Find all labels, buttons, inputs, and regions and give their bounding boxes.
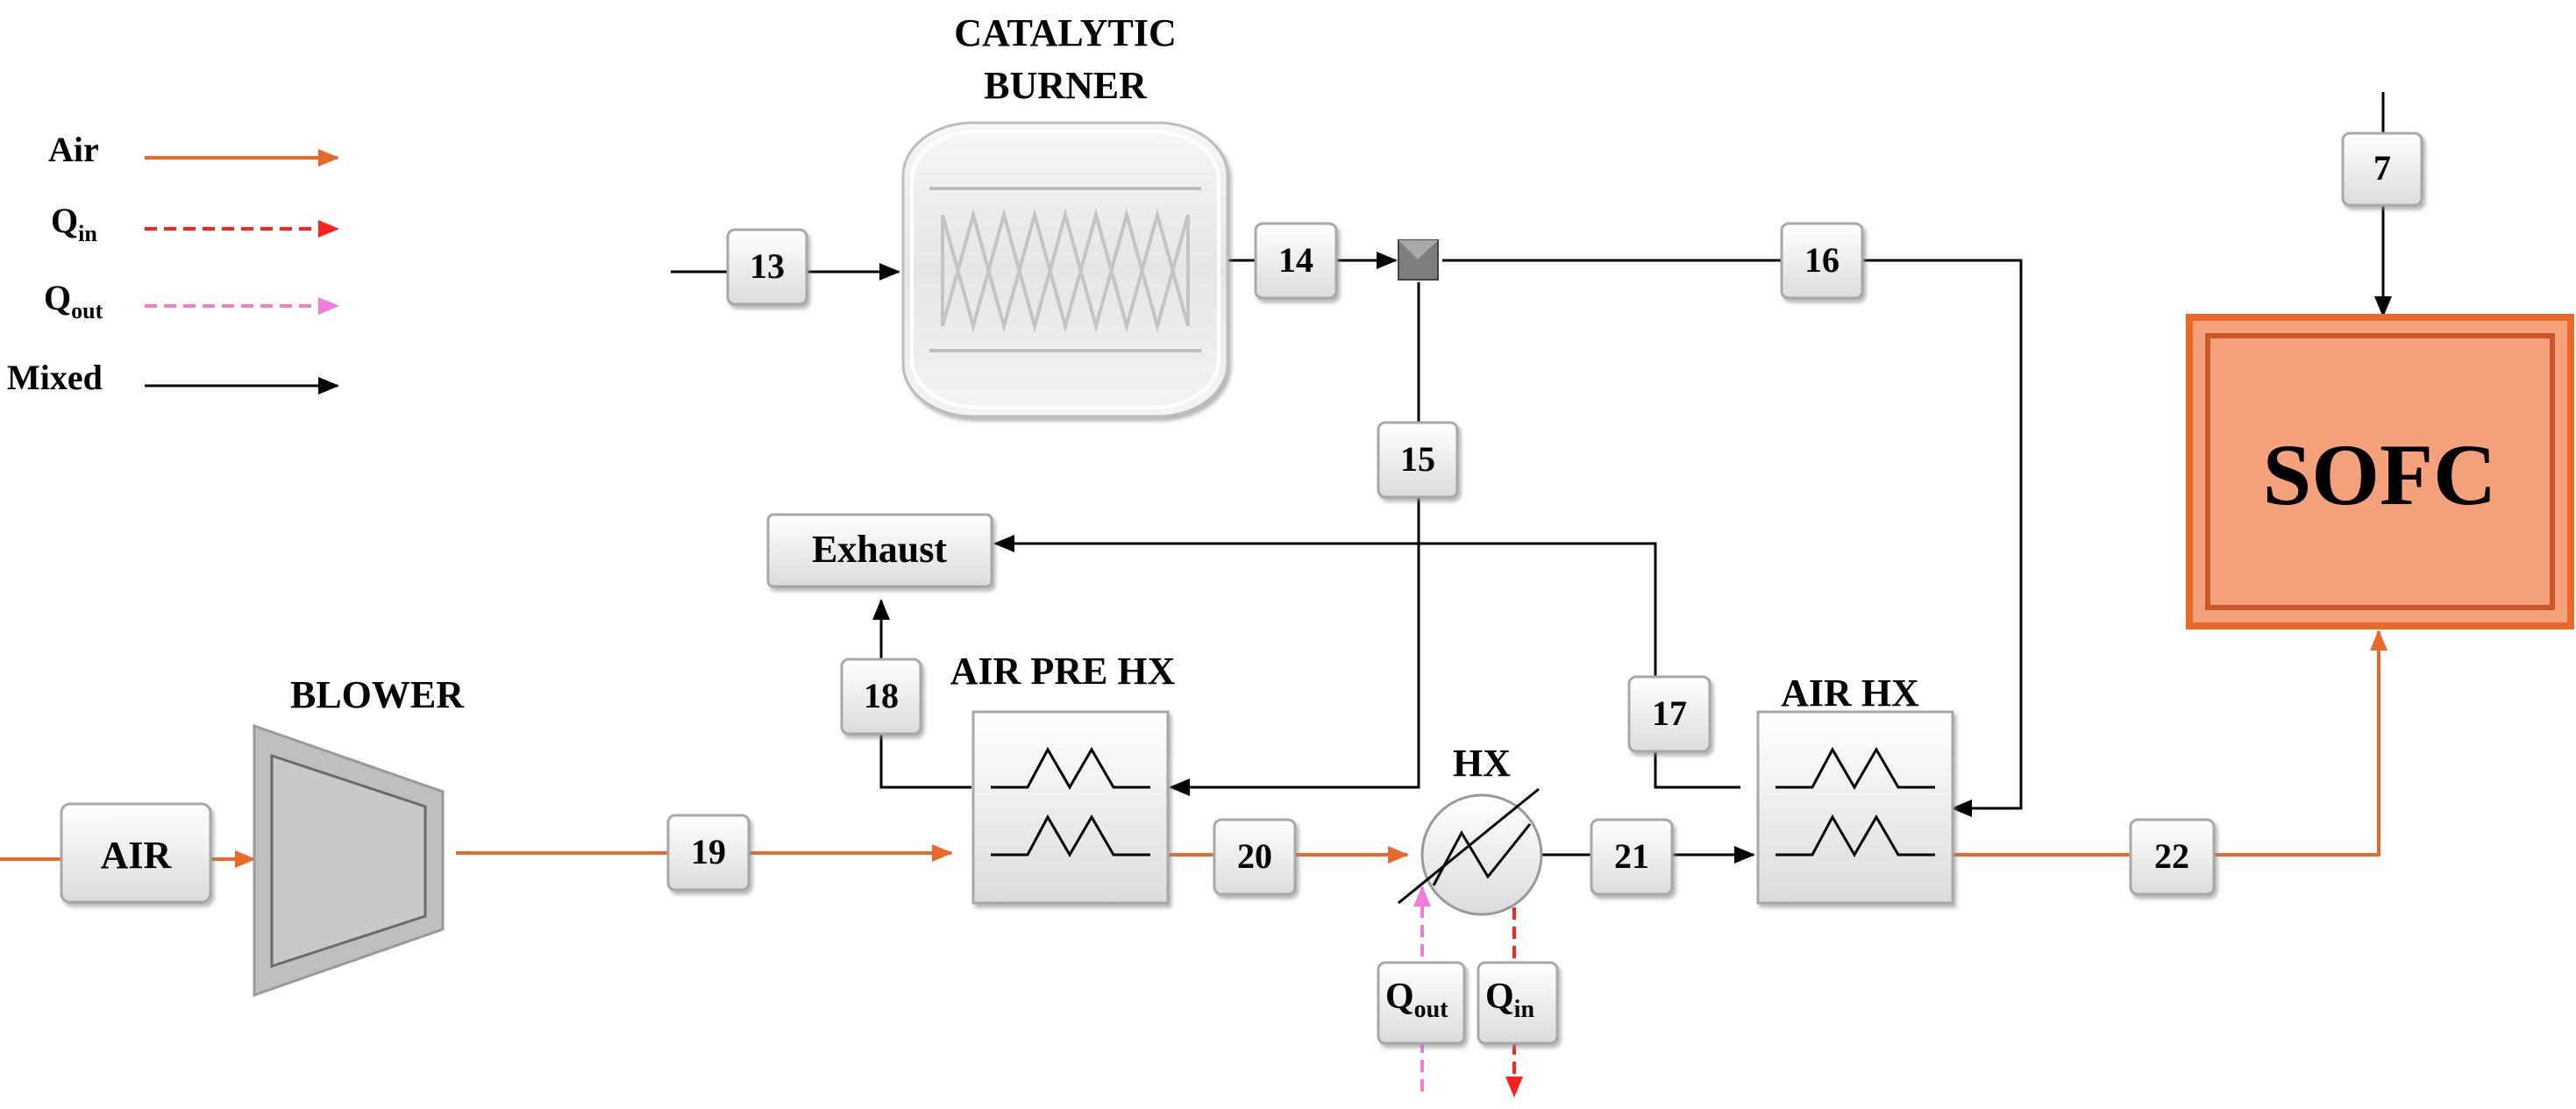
svg-text:Qout: Qout	[1385, 977, 1448, 1023]
mixed-stream-lines	[671, 92, 2392, 864]
stream-tag-7: 7	[2341, 132, 2423, 207]
stream-tag-22: 22	[2129, 818, 2216, 896]
svg-text:13: 13	[750, 246, 785, 286]
svg-text:HX: HX	[1453, 742, 1511, 785]
svg-text:Exhaust: Exhaust	[812, 528, 947, 571]
stream-tag-18: 18	[840, 658, 922, 736]
svg-text:17: 17	[1652, 693, 1687, 733]
stream-tag-13: 13	[726, 228, 808, 306]
stream-tag-17: 17	[1627, 675, 1711, 753]
heat-tag-qin: Qin	[1477, 961, 1559, 1045]
air-hx: AIR HX	[1756, 672, 1954, 905]
legend-item-mixed: Mixed	[7, 358, 339, 397]
svg-text:15: 15	[1400, 439, 1435, 479]
svg-text:22: 22	[2154, 836, 2189, 876]
catalytic-burner: CATALYTIC BURNER	[901, 11, 1229, 418]
svg-text:AIR HX: AIR HX	[1781, 672, 1919, 714]
legend: Air Qin Qout Mixed	[7, 130, 339, 397]
sofc-stack: SOFC	[2186, 314, 2574, 629]
svg-text:16: 16	[1804, 240, 1839, 280]
svg-text:AIR PRE HX: AIR PRE HX	[950, 650, 1176, 693]
air-source-box: AIR	[60, 802, 212, 904]
svg-text:Mixed: Mixed	[7, 358, 103, 397]
svg-text:BURNER: BURNER	[984, 64, 1148, 107]
stream-tag-14: 14	[1254, 222, 1338, 300]
hx: HX	[1398, 742, 1543, 916]
svg-text:18: 18	[864, 676, 899, 715]
stream-tag-16: 16	[1780, 222, 1864, 300]
legend-item-air: Air	[48, 130, 339, 169]
stream-tag-20: 20	[1213, 818, 1297, 896]
svg-text:SOFC: SOFC	[2263, 426, 2497, 523]
exhaust-box: Exhaust	[766, 513, 993, 588]
stream-tag-21: 21	[1590, 818, 1674, 896]
svg-text:7: 7	[2373, 148, 2391, 188]
legend-item-qout: Qout	[44, 278, 339, 323]
svg-text:CATALYTIC: CATALYTIC	[954, 11, 1176, 54]
svg-text:14: 14	[1278, 240, 1313, 280]
heat-tag-qout: Qout	[1377, 961, 1466, 1045]
air-pre-hx: AIR PRE HX	[950, 650, 1176, 905]
svg-text:Qin: Qin	[51, 201, 97, 246]
stream-tag-19: 19	[666, 814, 751, 892]
svg-text:BLOWER: BLOWER	[290, 673, 465, 716]
svg-text:Qin: Qin	[1485, 977, 1534, 1023]
svg-text:19: 19	[691, 832, 726, 871]
svg-text:20: 20	[1237, 836, 1272, 876]
blower: BLOWER	[253, 673, 465, 998]
svg-text:21: 21	[1614, 836, 1649, 876]
legend-item-qin: Qin	[51, 201, 339, 246]
svg-text:Qout: Qout	[44, 278, 103, 323]
stream-tag-15: 15	[1377, 421, 1459, 499]
svg-text:AIR: AIR	[101, 834, 173, 877]
svg-text:Air: Air	[48, 130, 99, 169]
